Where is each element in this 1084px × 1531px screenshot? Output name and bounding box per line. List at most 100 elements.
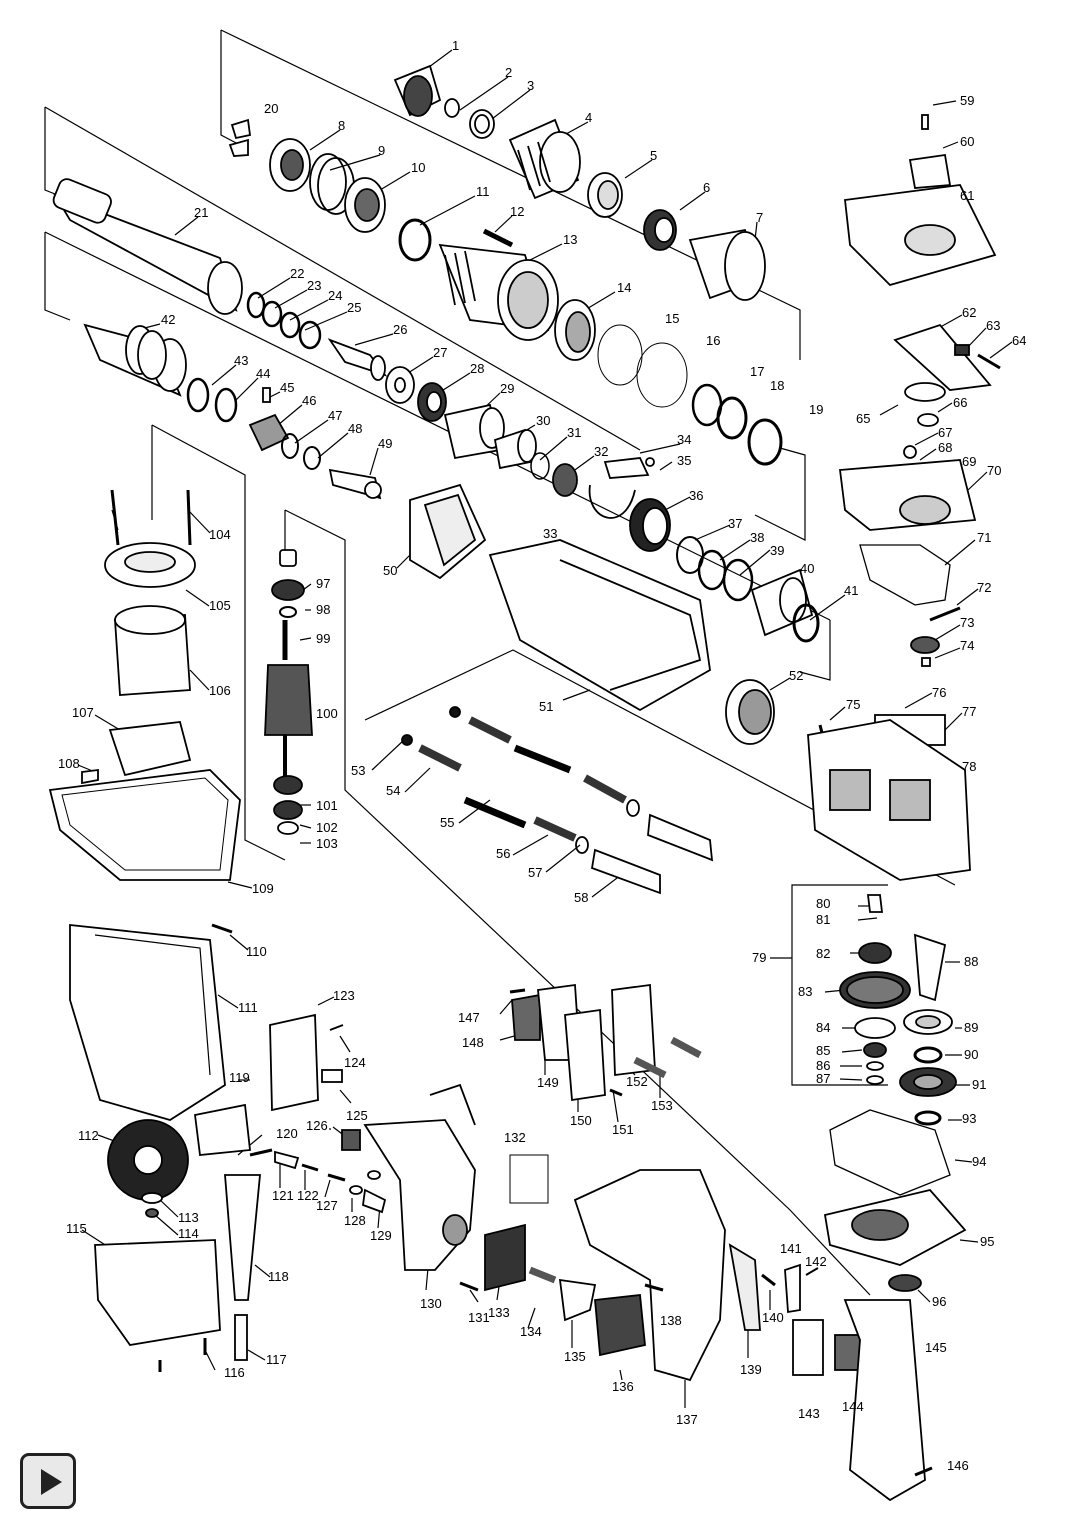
part-label: 132 <box>504 1130 526 1145</box>
part-label: 104 <box>209 527 231 542</box>
part-label: 18 <box>770 378 784 393</box>
part-label: 149 <box>537 1075 559 1090</box>
part-label: 141 <box>780 1241 802 1256</box>
part-label: 124 <box>344 1055 366 1070</box>
part-label: 53 <box>351 763 365 778</box>
part-label: 10 <box>411 160 425 175</box>
part-label: 46 <box>302 393 316 408</box>
part-label: 43 <box>234 353 248 368</box>
part-label: 123 <box>333 988 355 1003</box>
part-label: 76 <box>932 685 946 700</box>
part-label: 144 <box>842 1399 864 1414</box>
part-label: 40 <box>800 561 814 576</box>
part-label: 80 <box>816 896 830 911</box>
part-label: 136 <box>612 1379 634 1394</box>
part-label: 130 <box>420 1296 442 1311</box>
part-label: 12 <box>510 204 524 219</box>
part-label: 75 <box>846 697 860 712</box>
part-label: 91 <box>972 1077 986 1092</box>
part-label: 143 <box>798 1406 820 1421</box>
part-label: 37 <box>728 516 742 531</box>
part-label: 1 <box>452 38 459 53</box>
part-label: 44 <box>256 366 270 381</box>
part-label: 74 <box>960 638 974 653</box>
part-label: 51 <box>539 699 553 714</box>
part-label: 82 <box>816 946 830 961</box>
part-label: 110 <box>246 944 267 959</box>
part-label: 49 <box>378 436 392 451</box>
part-label: 31 <box>567 425 581 440</box>
part-label: 103 <box>316 836 338 851</box>
part-label: 133 <box>488 1305 510 1320</box>
part-label: 85 <box>816 1043 830 1058</box>
part-label: 50 <box>383 563 397 578</box>
part-label: 35 <box>677 453 691 468</box>
part-label: 23 <box>307 278 321 293</box>
part-label: 71 <box>977 530 991 545</box>
part-label: 109 <box>252 881 274 896</box>
part-label: 39 <box>770 543 784 558</box>
part-label: 32 <box>594 444 608 459</box>
part-label: 8 <box>338 118 345 133</box>
part-label: 58 <box>574 890 588 905</box>
part-number-labels: 1234567891011121314151617181920212223242… <box>58 38 1026 1473</box>
part-label: 115 <box>66 1221 87 1236</box>
part-label: 151 <box>612 1122 634 1137</box>
part-label: 22 <box>290 266 304 281</box>
part-label: 6 <box>703 180 710 195</box>
part-label: 9 <box>378 143 385 158</box>
part-label: 26 <box>393 322 407 337</box>
part-label: 73 <box>960 615 974 630</box>
part-label: 152 <box>626 1074 648 1089</box>
part-label: 48 <box>348 421 362 436</box>
part-label: 135 <box>564 1349 586 1364</box>
part-label: 36 <box>689 488 703 503</box>
part-label: 112 <box>78 1128 99 1143</box>
part-label: 86 <box>816 1058 830 1073</box>
part-label: 14 <box>617 280 631 295</box>
part-label: 68 <box>938 440 952 455</box>
part-label: 34 <box>677 432 691 447</box>
part-label: 137 <box>676 1412 698 1427</box>
part-label: 153 <box>651 1098 673 1113</box>
part-label: 21 <box>194 205 208 220</box>
part-label: 57 <box>528 865 542 880</box>
part-label: 121 <box>272 1188 294 1203</box>
part-label: 47 <box>328 408 342 423</box>
part-label: 107 <box>72 705 94 720</box>
part-label: 127 <box>316 1198 338 1213</box>
part-label: 56 <box>496 846 510 861</box>
part-label: 72 <box>977 580 991 595</box>
part-label: 150 <box>570 1113 592 1128</box>
part-label: 134 <box>520 1324 542 1339</box>
part-label: 101 <box>316 798 338 813</box>
part-label: 126 <box>306 1118 328 1133</box>
part-label: 114 <box>178 1226 199 1241</box>
part-label: 15 <box>665 311 679 326</box>
part-label: 95 <box>980 1234 994 1249</box>
part-label: 77 <box>962 704 976 719</box>
part-label: 88 <box>964 954 978 969</box>
part-label: 30 <box>536 413 550 428</box>
part-label: 63 <box>986 318 1000 333</box>
group-frame-lines <box>44 29 1013 1408</box>
part-label: 38 <box>750 530 764 545</box>
part-label: 90 <box>964 1047 978 1062</box>
part-label: 3 <box>527 78 534 93</box>
part-label: 78 <box>962 759 976 774</box>
part-label: 66 <box>953 395 967 410</box>
part-label: 108 <box>58 756 80 771</box>
part-label: 116 <box>224 1365 245 1380</box>
part-label: 20 <box>264 101 278 116</box>
part-drawings <box>48 64 1001 1502</box>
play-button[interactable] <box>20 1453 76 1509</box>
part-label: 105 <box>209 598 231 613</box>
part-label: 27 <box>433 345 447 360</box>
part-label: 2 <box>505 65 512 80</box>
part-label: 138 <box>660 1313 682 1328</box>
part-label: 147 <box>458 1010 480 1025</box>
part-label: 11 <box>476 184 490 199</box>
part-label: 19 <box>809 402 823 417</box>
part-label: 17 <box>750 364 764 379</box>
